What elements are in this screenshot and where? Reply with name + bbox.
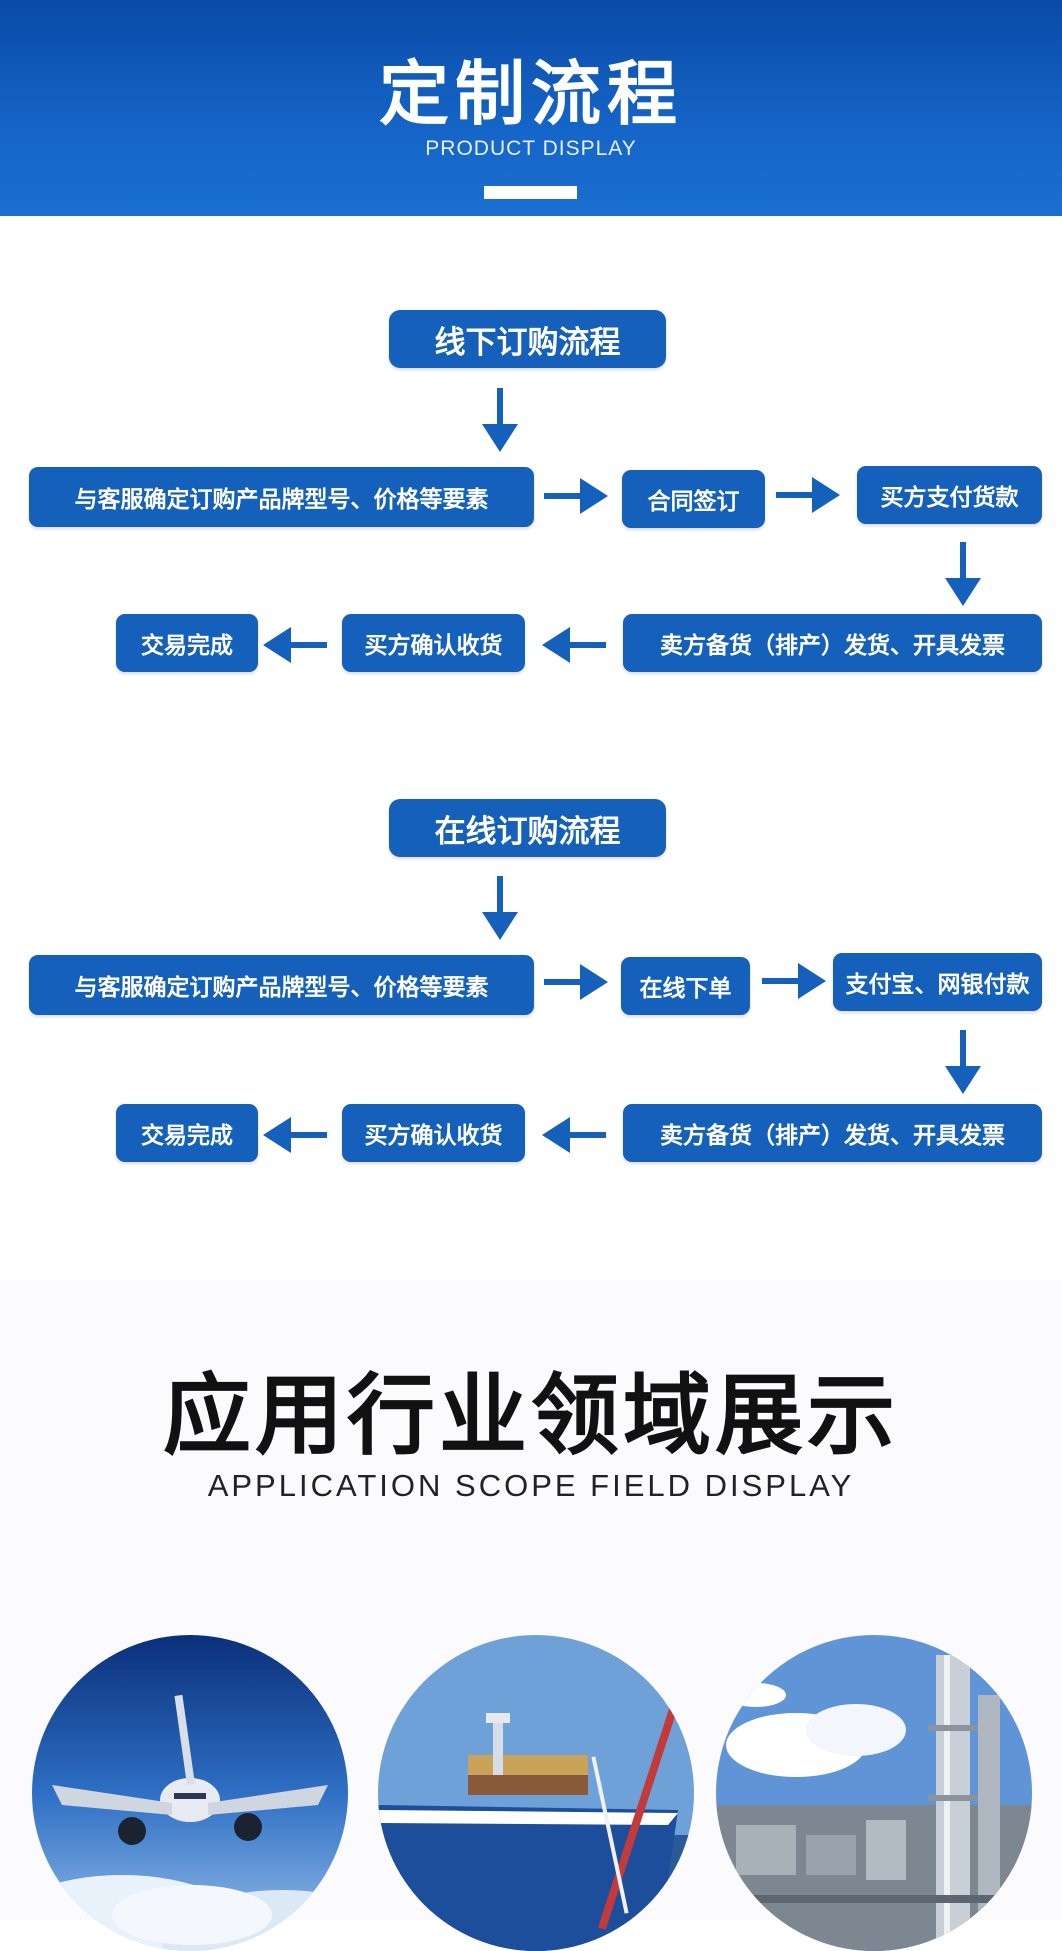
title-underline [484,186,577,199]
industrial-plant-image [716,1635,1032,1951]
arrow-left-icon [542,1117,606,1153]
arrow-left-icon [263,1117,327,1153]
page-title: 定制流程 [379,53,683,135]
online-step-payment: 支付宝、网银付款 [833,953,1042,1011]
offline-step-payment: 买方支付货款 [857,466,1042,524]
online-step-complete: 交易完成 [116,1104,258,1162]
arrow-down-icon [482,388,518,452]
arrow-right-icon [762,963,826,999]
header-banner: 定制流程 PRODUCT DISPLAY [0,0,1062,216]
offline-step-confirm: 与客服确定订购产品牌型号、价格等要素 [29,467,534,527]
arrow-down-icon [945,542,981,606]
online-flow-title: 在线订购流程 [389,799,666,857]
online-step-order: 在线下单 [621,957,750,1015]
cargo-ship-image [378,1635,694,1951]
online-step-confirm: 与客服确定订购产品牌型号、价格等要素 [29,955,534,1015]
offline-step-contract: 合同签订 [622,470,765,528]
arrow-right-icon [776,477,840,513]
offline-step-receipt: 买方确认收货 [342,614,525,672]
airplane-image [32,1635,348,1951]
arrow-right-icon [544,478,608,514]
offline-flow-title: 线下订购流程 [389,310,666,368]
online-step-receipt: 买方确认收货 [342,1104,525,1162]
arrow-left-icon [263,627,327,663]
offline-step-delivery: 卖方备货（排产）发货、开具发票 [623,614,1042,672]
arrow-left-icon [542,627,606,663]
application-title: 应用行业领域展示 [162,1364,899,1467]
arrow-right-icon [544,964,608,1000]
offline-step-complete: 交易完成 [116,614,258,672]
arrow-down-icon [482,876,518,940]
arrow-down-icon [945,1030,981,1094]
online-step-delivery: 卖方备货（排产）发货、开具发票 [623,1104,1042,1162]
application-subtitle: APPLICATION SCOPE FIELD DISPLAY [207,1468,855,1503]
page-subtitle: PRODUCT DISPLAY [425,137,637,160]
